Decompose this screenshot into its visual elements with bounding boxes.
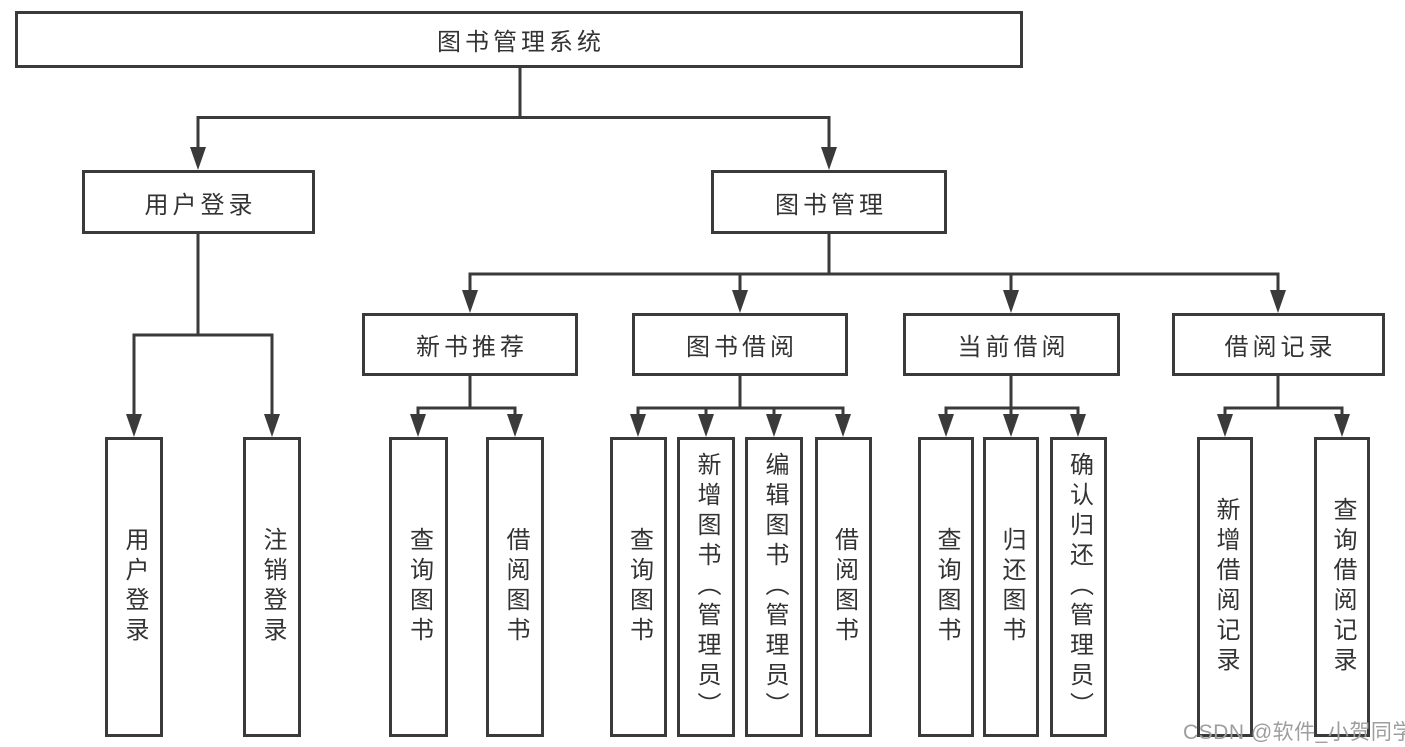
- leaf-add-books-admin: 新增图书（管理员）: [677, 437, 735, 737]
- leaf-query-books-borrowing: 查询图书: [610, 437, 667, 737]
- leaf-borrow-books-recommend: 借阅图书: [486, 437, 544, 737]
- node-label: 新书推荐: [416, 334, 528, 361]
- node-library-management-system: 图书管理系统: [15, 11, 1023, 68]
- node-label: 新增图书（管理员）: [693, 452, 720, 722]
- node-label: 归还图书: [998, 527, 1025, 647]
- leaf-return-books: 归还图书: [983, 437, 1039, 737]
- leaf-user-login: 用户登录: [105, 437, 163, 737]
- leaf-confirm-return-admin: 确认归还（管理员）: [1050, 437, 1107, 737]
- node-label: 查询图书: [625, 527, 653, 647]
- leaf-query-books-recommend: 查询图书: [389, 437, 448, 737]
- node-label: 编辑图书（管理员）: [761, 452, 788, 722]
- node-current-borrowing: 当前借阅: [903, 313, 1120, 376]
- leaf-logout: 注销登录: [243, 437, 301, 737]
- node-label: 借阅图书: [830, 527, 858, 647]
- node-label: 图书借阅: [686, 334, 798, 361]
- leaf-query-books-current: 查询图书: [918, 437, 974, 737]
- node-label: 图书管理: [775, 191, 887, 219]
- watermark: CSDN @软件_小贺同学: [1183, 721, 1405, 744]
- node-user-login: 用户登录: [82, 170, 315, 234]
- node-label: 图书管理系统: [437, 29, 605, 56]
- node-label: 用户登录: [121, 527, 148, 647]
- node-new-book-recommend: 新书推荐: [362, 313, 578, 376]
- leaf-edit-books-admin: 编辑图书（管理员）: [745, 437, 803, 737]
- node-label: 查询图书: [933, 527, 960, 647]
- node-label: 查询图书: [405, 527, 433, 647]
- leaf-query-borrow-record: 查询借阅记录: [1314, 437, 1370, 737]
- node-label: 新增借阅记录: [1212, 497, 1239, 677]
- node-label: 用户登录: [144, 191, 257, 219]
- leaf-add-borrow-record: 新增借阅记录: [1197, 437, 1253, 737]
- node-borrowing-records: 借阅记录: [1172, 313, 1385, 376]
- node-label: 借阅图书: [502, 527, 529, 647]
- node-book-management: 图书管理: [711, 170, 947, 234]
- node-label: 当前借阅: [957, 334, 1070, 361]
- node-label: 确认归还（管理员）: [1065, 452, 1093, 722]
- node-book-borrowing: 图书借阅: [632, 313, 848, 376]
- node-label: 注销登录: [259, 527, 286, 647]
- node-label: 借阅记录: [1224, 334, 1337, 361]
- leaf-borrow-books-borrowing: 借阅图书: [815, 437, 872, 737]
- node-label: 查询借阅记录: [1329, 497, 1356, 677]
